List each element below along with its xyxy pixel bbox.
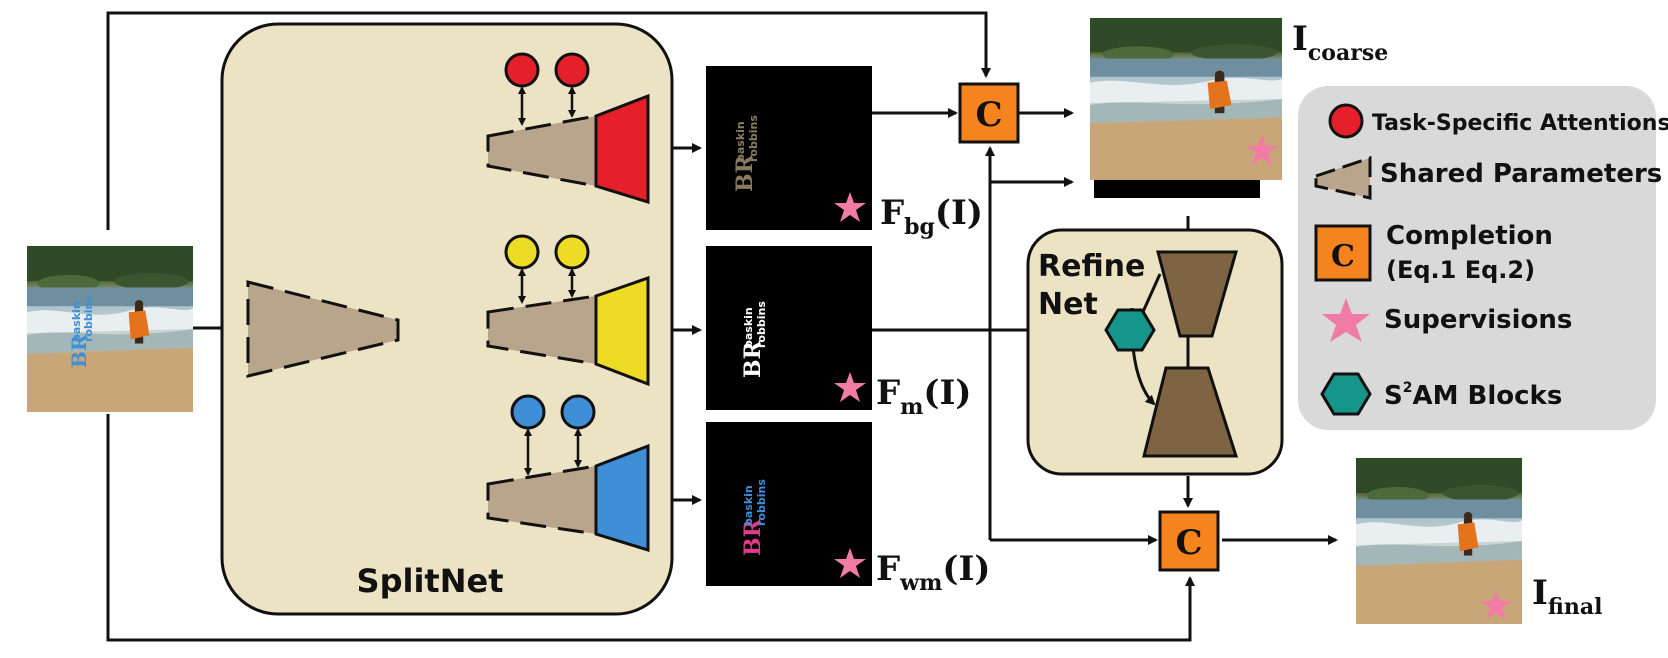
watermark-logo: BR (67, 334, 91, 368)
coarse-completion-block: C (958, 82, 1020, 144)
attention-circle-wm-2 (560, 394, 596, 430)
legend-completion-label-1: Completion (1386, 221, 1553, 251)
attention-circle-wm-1 (510, 394, 546, 430)
legend-s2am-icon (1320, 372, 1372, 416)
feature-map-bg: BR baskin robbins Fbg(I) (706, 66, 983, 240)
coarse-output-label: Icoarse (1292, 19, 1388, 66)
legend-completion-label-2: (Eq.1 Eq.2) (1386, 256, 1535, 284)
supervision-star-bg (834, 192, 866, 222)
input-image: BR baskin robbins (27, 246, 193, 412)
watermark-line1: baskin (70, 301, 83, 342)
wm-decoder (486, 394, 650, 553)
legend-shared-label: Shared Parameters (1380, 159, 1662, 189)
s2am-hexagon (1104, 308, 1156, 352)
shared-encoder (246, 280, 400, 378)
feature-bg-label: Fbg(I) (880, 193, 983, 240)
refine-encoder (1156, 250, 1238, 338)
feature-map-m: BR baskin robbins Fm(I) (706, 246, 972, 420)
refinenet-panel: Refine Net (1026, 228, 1284, 476)
feature-map-wm: BR baskin robbins Fwm(I) (706, 422, 990, 596)
refinenet-label-line2: Net (1038, 287, 1098, 322)
watermark-line2: robbins (82, 295, 95, 342)
bg-map-line2: robbins (747, 115, 760, 162)
legend-attention-label: Task-Specific Attentions (1372, 111, 1668, 136)
final-output: Ifinal (1356, 458, 1603, 624)
supervision-star-coarse (1246, 134, 1278, 165)
m-map-line2: robbins (755, 301, 768, 348)
attention-circle-bg-1 (504, 52, 540, 88)
supervision-star-final (1480, 590, 1512, 620)
attention-circle-m-2 (554, 234, 590, 270)
legend-supervision-label: Supervisions (1384, 305, 1572, 335)
attention-circle-m-1 (504, 234, 540, 270)
splitnet-panel: SplitNet (220, 22, 674, 616)
wm-map-line1: baskin (742, 485, 755, 526)
bg-decoder (486, 52, 650, 205)
coarse-output: Icoarse (1090, 18, 1388, 198)
refinenet-label-line1: Refine (1038, 249, 1145, 284)
legend-s2am-label: S2AM Blocks (1384, 380, 1562, 411)
refine-decoder (1142, 366, 1239, 458)
skip-input-to-final-completion (106, 414, 1195, 642)
skip-input-to-coarse-completion (106, 11, 991, 230)
final-output-label: Ifinal (1532, 573, 1603, 620)
final-completion-glyph: C (1175, 523, 1202, 563)
legend-attention-icon (1328, 103, 1364, 139)
watermark-overlay: BR baskin robbins (67, 295, 95, 368)
final-completion-block: C (1158, 510, 1220, 572)
wm-map-logo: BR (740, 518, 766, 556)
supervision-star-m (834, 372, 866, 402)
legend-completion-glyph: C (1331, 239, 1355, 274)
coarse-completion-glyph: C (975, 95, 1002, 135)
bg-map-logo: BR (732, 154, 758, 192)
legend-supervision-icon (1322, 298, 1370, 342)
m-map-line1: baskin (742, 307, 755, 348)
m-map-logo: BR (740, 340, 766, 378)
wm-map-line2: robbins (755, 479, 768, 526)
mask-decoder (486, 234, 650, 387)
attention-circle-bg-2 (554, 52, 590, 88)
legend: Task-Specific Attentions Shared Paramete… (1298, 86, 1668, 430)
bg-map-line1: baskin (734, 121, 747, 162)
feature-wm-label: Fwm(I) (876, 549, 990, 596)
supervision-star-wm (834, 548, 866, 578)
feature-m-label: Fm(I) (876, 373, 972, 420)
legend-completion-icon (1314, 224, 1372, 282)
legend-shared-icon (1314, 155, 1372, 200)
splitnet-label: SplitNet (357, 562, 504, 600)
